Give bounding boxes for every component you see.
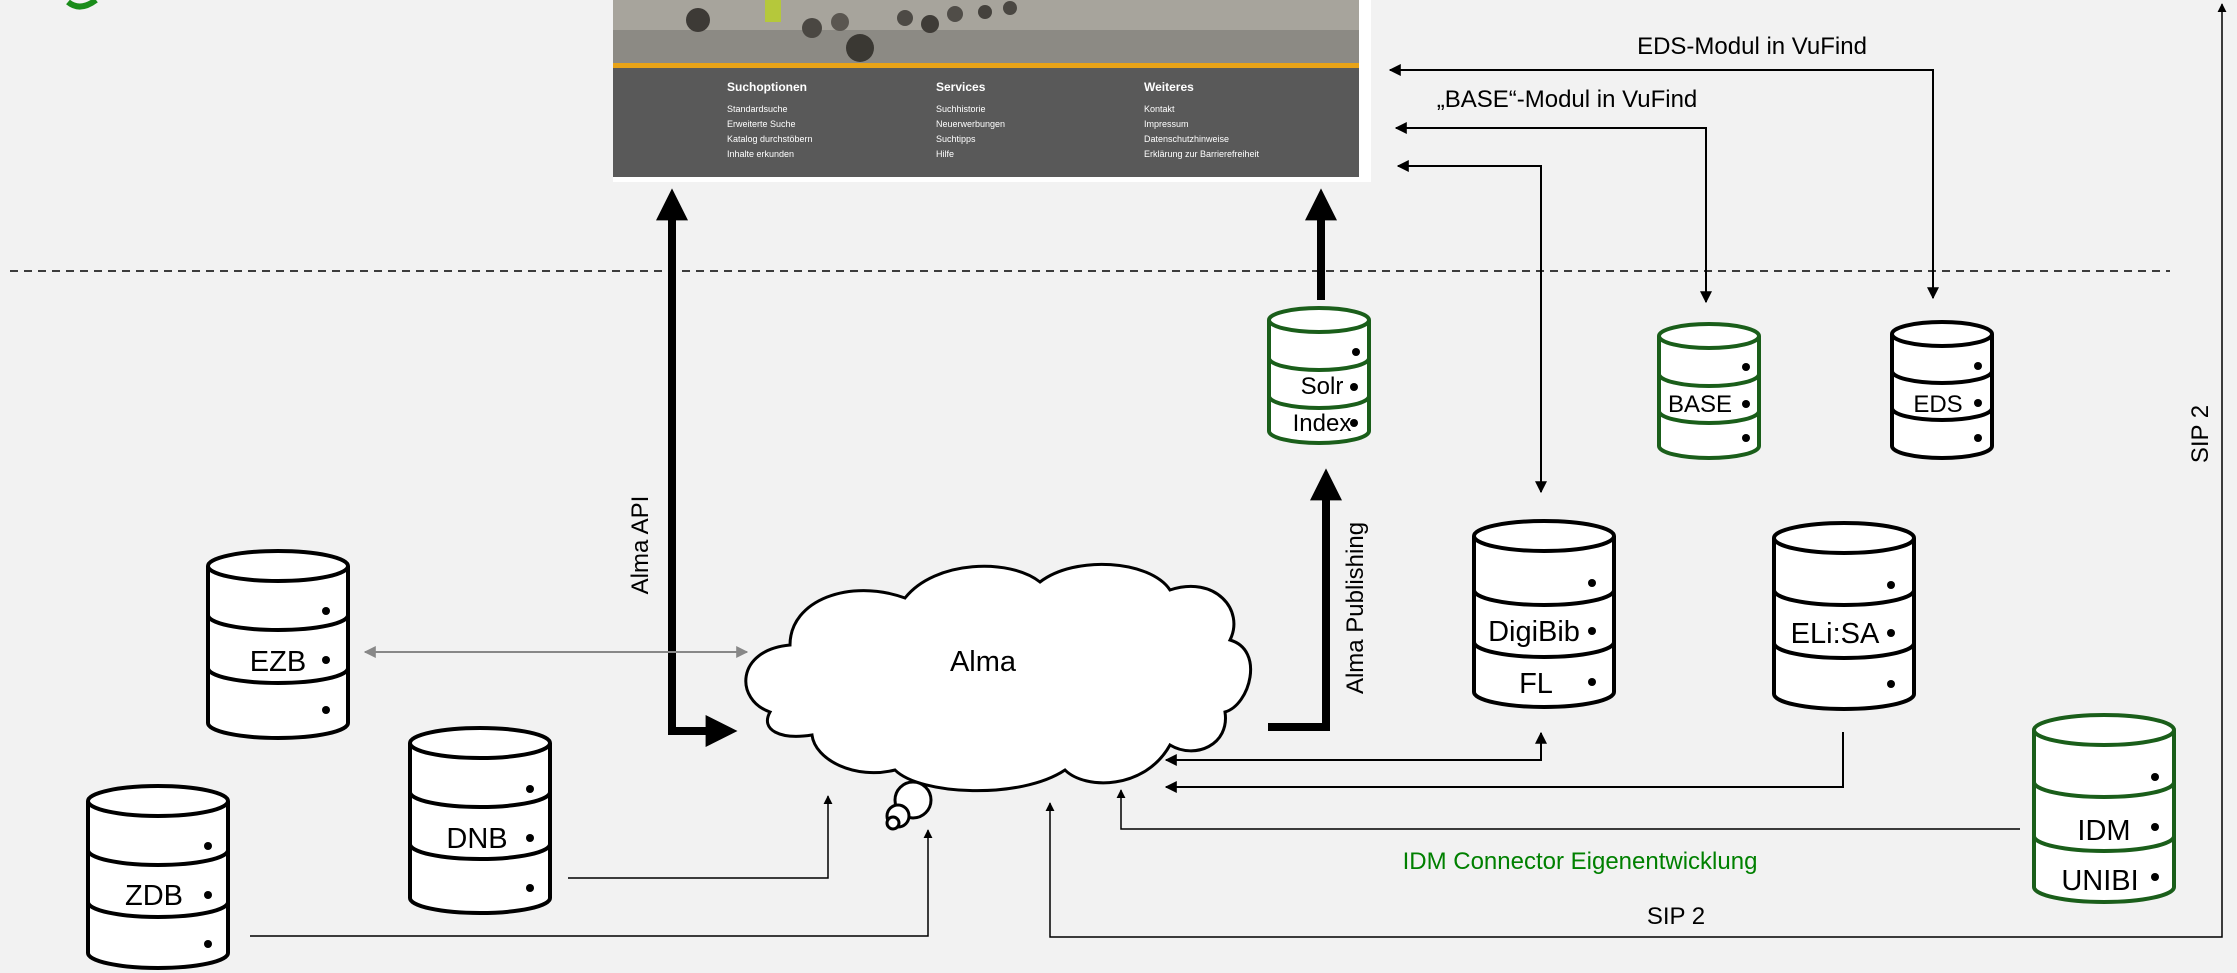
eds-modul-label: EDS-Modul in VuFind <box>1637 33 1867 60</box>
ezb-database-icon <box>206 549 350 740</box>
sip2-right-label: SIP 2 <box>2187 405 2214 463</box>
footer-heading-suchoptionen: Suchoptionen <box>727 80 807 94</box>
alma-api-label: Alma API <box>627 496 654 595</box>
footer-link[interactable]: Impressum <box>1144 119 1189 129</box>
footer-link[interactable]: Datenschutzhinweise <box>1144 134 1229 144</box>
footer-heading-services: Services <box>936 80 986 94</box>
ezb-label: EZB <box>250 646 306 678</box>
digibib-alma-arrow <box>1164 731 1547 766</box>
footer-link[interactable]: Erklärung zur Barrierefreiheit <box>1144 149 1260 159</box>
footer-link[interactable]: Katalog durchstöbern <box>727 134 813 144</box>
footer-link[interactable]: Neuerwerbungen <box>936 119 1005 129</box>
elisa-label: ELi:SA <box>1791 618 1880 650</box>
idm-label-line2: UNIBI <box>2061 865 2138 897</box>
solr-label-line1: Solr <box>1301 373 1344 400</box>
idm-connector-label: IDM Connector Eigenentwicklung <box>1403 848 1758 875</box>
alma-publishing-label: Alma Publishing <box>1342 522 1369 694</box>
footer-link[interactable]: Hilfe <box>936 149 954 159</box>
eds-label: EDS <box>1913 391 1962 418</box>
footer-link[interactable]: Suchtipps <box>936 134 976 144</box>
zdb-database-icon <box>86 784 230 970</box>
dnb-label: DNB <box>446 823 507 855</box>
idm-connector-arrow <box>1116 789 2020 830</box>
footer-link[interactable]: Standardsuche <box>727 104 788 114</box>
eds-database-icon <box>1890 320 1994 460</box>
base-label: BASE <box>1668 391 1732 418</box>
base-modul-arrow <box>1394 122 1712 304</box>
alma-publishing-arrow <box>1268 468 1342 731</box>
screenshot-orange-stripe <box>613 63 1359 68</box>
alma-label: Alma <box>950 646 1017 678</box>
elisa-database-icon <box>1772 521 1916 711</box>
digibib-label-line1: DigiBib <box>1488 616 1580 648</box>
sip2-bottom-label: SIP 2 <box>1647 903 1705 930</box>
footer-heading-weiteres: Weiteres <box>1144 80 1194 94</box>
base-modul-label: „BASE“-Modul in VuFind <box>1437 86 1698 113</box>
footer-link[interactable]: Suchhistorie <box>936 104 986 114</box>
alma-api-arrow <box>656 188 738 747</box>
vufind-screenshot: Suchoptionen Standardsuche Erweiterte Su… <box>613 0 1371 182</box>
footer-link[interactable]: Kontakt <box>1144 104 1175 114</box>
dnb-database-icon <box>408 726 552 915</box>
sip2-arrow <box>1045 3 2227 938</box>
digibib-to-vufind-arrow <box>1396 160 1547 494</box>
footer-link[interactable]: Inhalte erkunden <box>727 149 794 159</box>
zdb-to-alma-arrow <box>250 829 933 937</box>
solr-label-line2: Index <box>1293 410 1352 437</box>
green-corner-mark <box>66 0 98 10</box>
dnb-to-alma-arrow <box>568 795 833 879</box>
idm-label-line1: IDM <box>2077 815 2130 847</box>
digibib-label-line2: FL <box>1519 668 1553 700</box>
alma-cloud-icon <box>744 562 1252 831</box>
zdb-label: ZDB <box>125 880 183 912</box>
footer-link[interactable]: Erweiterte Suche <box>727 119 796 129</box>
